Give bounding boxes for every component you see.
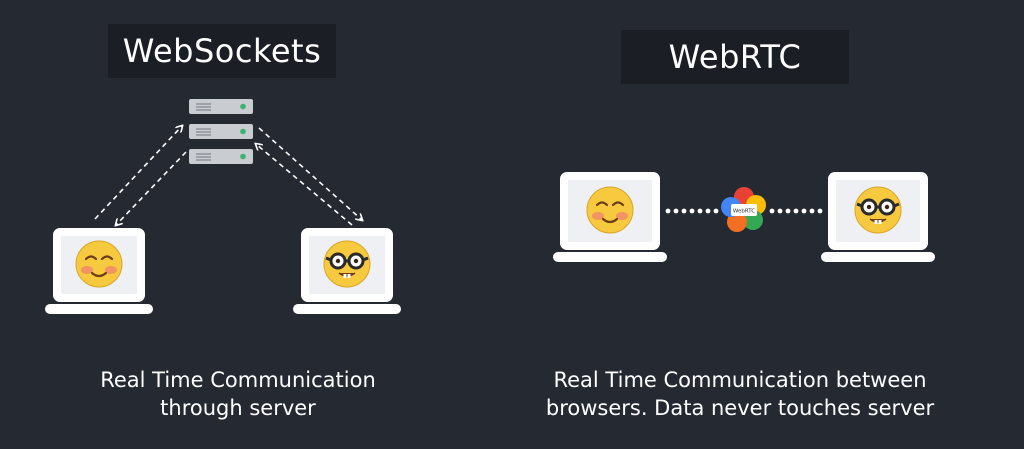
laptop-icon	[293, 228, 401, 314]
laptop-icon	[45, 228, 153, 314]
webrtc-caption-line1: Real Time Communication between	[553, 368, 927, 392]
smiling-blush-emoji-icon	[585, 185, 635, 235]
laptop-icon	[821, 172, 935, 262]
webrtc-caption-line2: browsers. Data never touches server	[545, 396, 935, 420]
webrtc-logo-icon: WebRTC	[721, 187, 766, 232]
webrtc-logo-text: WebRTC	[733, 209, 755, 215]
arrow-left-laptop-to-server	[94, 126, 182, 220]
arrow-server-to-right-laptop	[258, 127, 362, 220]
websockets-title: WebSockets	[108, 24, 336, 78]
server-rack-icon	[188, 98, 254, 165]
websockets-caption-line2: through server	[160, 396, 316, 420]
webrtc-caption: Real Time Communication between browsers…	[500, 366, 980, 422]
nerd-glasses-emoji-icon	[322, 239, 372, 289]
websockets-caption-line1: Real Time Communication	[100, 368, 376, 392]
arrow-server-to-left-laptop	[116, 151, 187, 225]
websocket-arrows	[94, 126, 362, 226]
websockets-caption: Real Time Communication through server	[58, 366, 418, 422]
peer-connection-dots	[665, 208, 823, 214]
smiling-blush-emoji-icon	[74, 239, 124, 289]
laptop-icon	[553, 172, 667, 262]
nerd-glasses-emoji-icon	[853, 185, 903, 235]
arrow-right-laptop-to-server	[256, 144, 353, 226]
webrtc-title: WebRTC	[621, 30, 849, 84]
